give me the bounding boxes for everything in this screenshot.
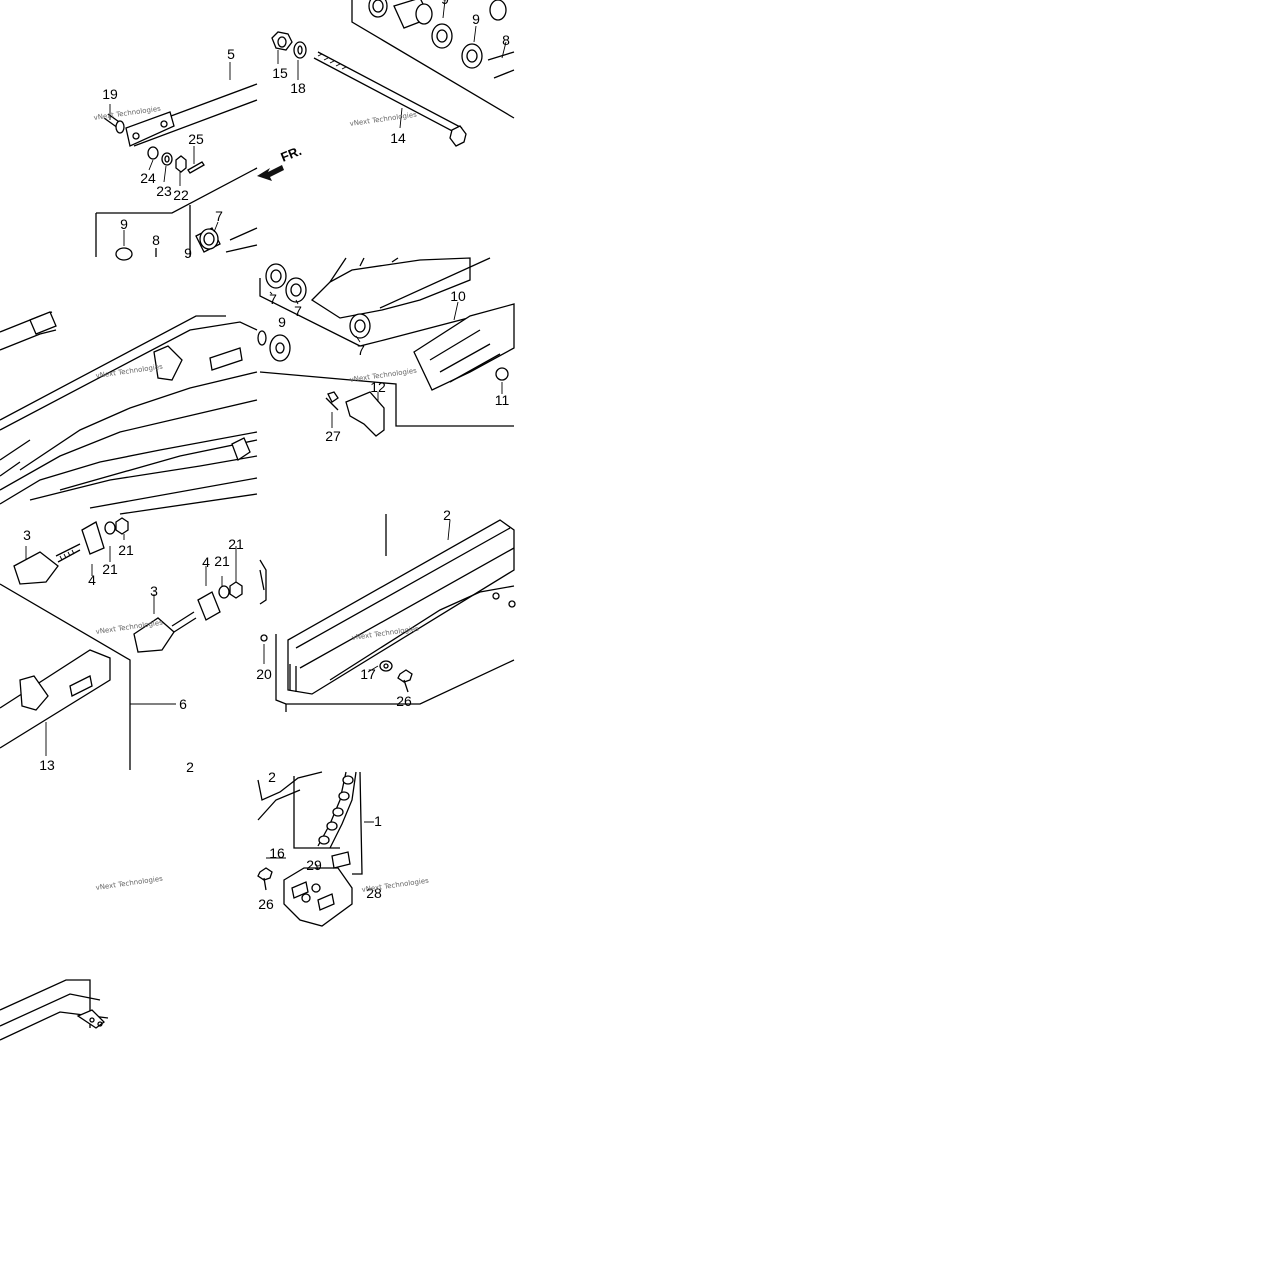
callout-8: 8 bbox=[152, 232, 160, 248]
callout-5: 5 bbox=[227, 46, 235, 62]
callout-19: 19 bbox=[102, 86, 118, 102]
callout-7: 7 bbox=[357, 342, 365, 358]
callout-21: 21 bbox=[228, 536, 244, 552]
callout-27: 27 bbox=[325, 428, 341, 444]
callout-21: 21 bbox=[214, 553, 230, 569]
callout-2: 2 bbox=[268, 769, 276, 785]
callout-22: 22 bbox=[173, 187, 189, 203]
callout-24: 24 bbox=[140, 170, 156, 186]
callout-3: 3 bbox=[150, 583, 158, 599]
callout-9: 9 bbox=[278, 314, 286, 330]
watermark-text: vNext Technologies bbox=[349, 111, 417, 128]
callout-12: 12 bbox=[370, 379, 386, 395]
watermark-text: vNext Technologies bbox=[361, 877, 429, 894]
callout-7: 7 bbox=[215, 208, 223, 224]
tile-bottom bbox=[257, 771, 374, 927]
callout-21: 21 bbox=[102, 561, 118, 577]
callout-9: 9 bbox=[472, 11, 480, 27]
callout-3: 3 bbox=[23, 527, 31, 543]
callout-26: 26 bbox=[396, 693, 412, 709]
callout-9: 9 bbox=[184, 245, 192, 261]
callout-4: 4 bbox=[202, 554, 210, 570]
callout-28: 28 bbox=[366, 885, 382, 901]
callout-14: 14 bbox=[390, 130, 406, 146]
callout-13: 13 bbox=[39, 757, 55, 773]
front-marker-label: FR. bbox=[279, 143, 304, 165]
callout-17: 17 bbox=[360, 666, 376, 682]
callout-10: 10 bbox=[450, 288, 466, 304]
tile-middle-right bbox=[257, 257, 515, 437]
adjuster-plate bbox=[125, 111, 175, 147]
callout-18: 18 bbox=[290, 80, 306, 96]
callout-labels: 1222334456777788999991011121314151617181… bbox=[23, 0, 510, 912]
callout-9: 9 bbox=[441, 0, 449, 7]
tile-lower-right bbox=[259, 514, 516, 712]
tile-bottom-left bbox=[0, 979, 109, 1041]
callout-7: 7 bbox=[294, 303, 302, 319]
drive-chain bbox=[317, 771, 357, 849]
watermark-text: vNext Technologies bbox=[95, 363, 163, 380]
watermarks: vNext Technologies vNext Technologies vNex… bbox=[93, 105, 429, 894]
callout-23: 23 bbox=[156, 183, 172, 199]
callout-9: 9 bbox=[120, 216, 128, 232]
callout-11: 11 bbox=[495, 392, 510, 408]
tile-top-right bbox=[271, 0, 515, 147]
callout-29: 29 bbox=[306, 857, 322, 873]
tile-lower-left bbox=[0, 517, 243, 770]
callout-21: 21 bbox=[118, 542, 134, 558]
callout-26: 26 bbox=[258, 896, 274, 912]
callout-20: 20 bbox=[256, 666, 272, 682]
callout-16: 16 bbox=[269, 845, 285, 861]
watermark-text: vNext Technologies bbox=[95, 875, 163, 892]
callout-2: 2 bbox=[443, 507, 451, 523]
callout-25: 25 bbox=[188, 131, 204, 147]
callout-15: 15 bbox=[272, 65, 288, 81]
callout-2: 2 bbox=[186, 759, 194, 775]
tile-top-left bbox=[95, 62, 284, 261]
tile-middle-left bbox=[0, 311, 258, 515]
callout-1: 1 bbox=[374, 813, 382, 829]
callout-8: 8 bbox=[502, 32, 510, 48]
callout-7: 7 bbox=[269, 291, 277, 307]
front-arrow bbox=[257, 165, 284, 181]
callout-6: 6 bbox=[179, 696, 187, 712]
callout-4: 4 bbox=[88, 572, 96, 588]
